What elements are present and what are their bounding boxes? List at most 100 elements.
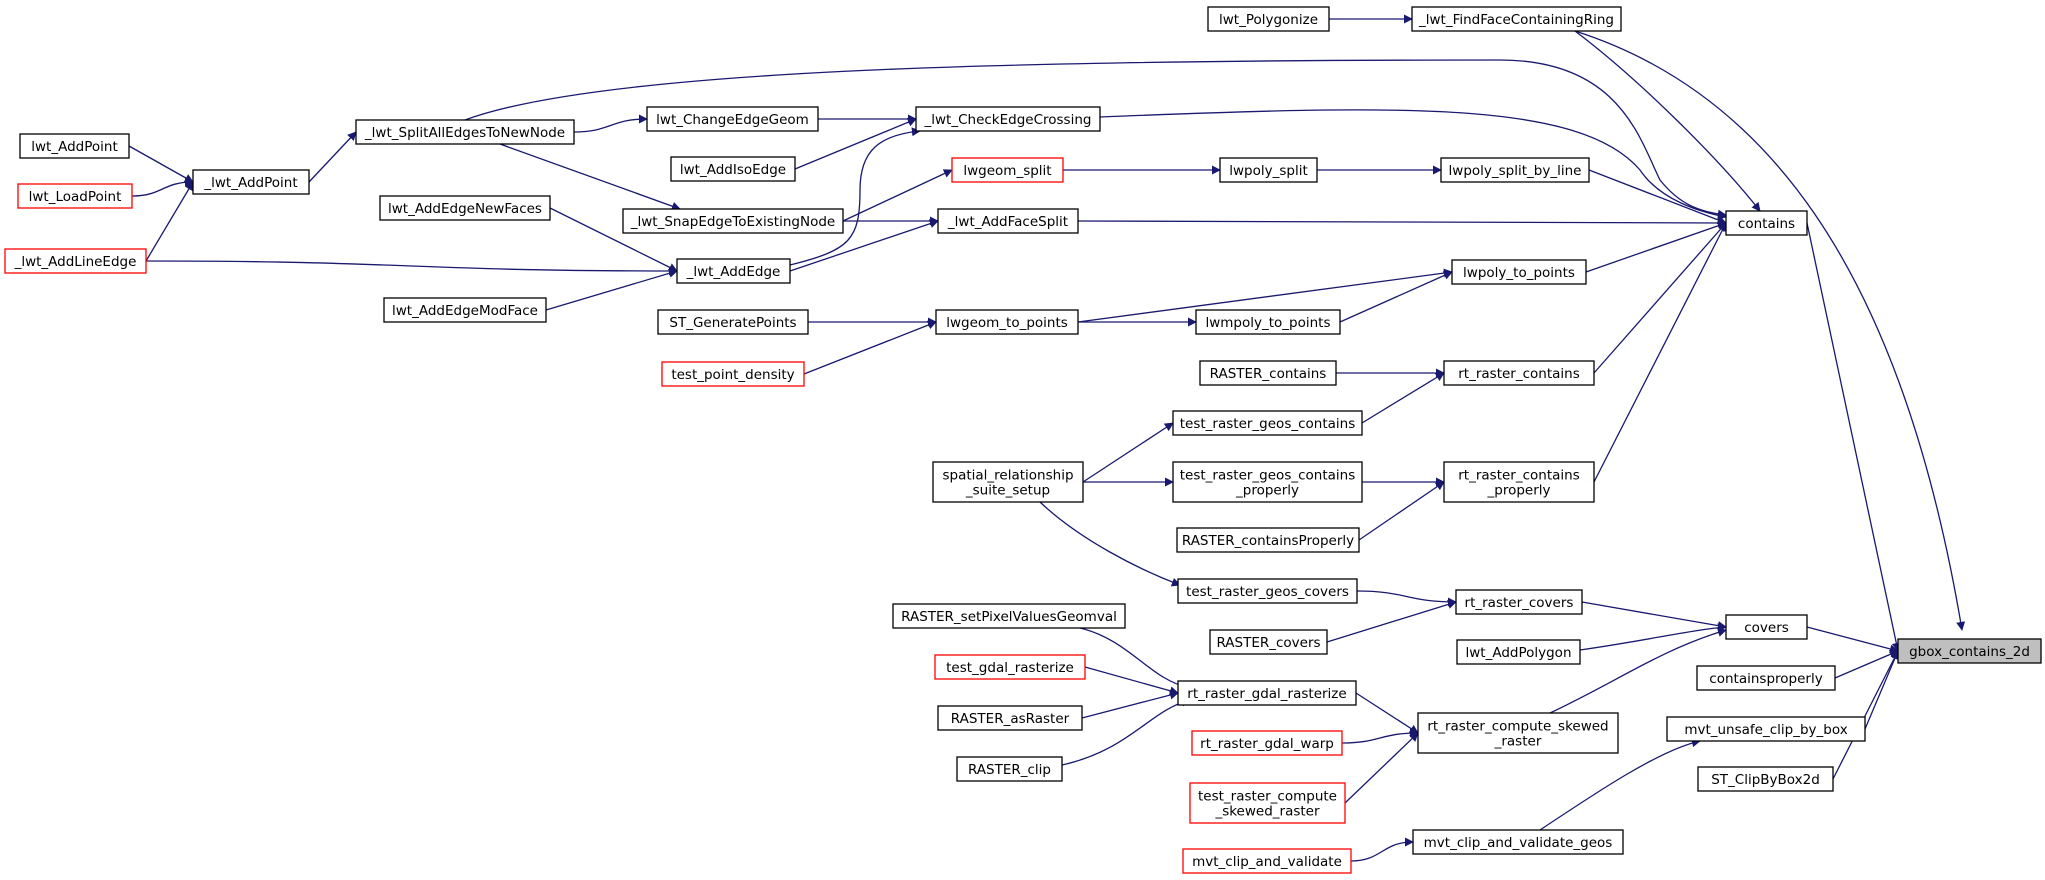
node-test_raster_geos_contains_properly[interactable]: test_raster_geos_contains_properly <box>1172 461 1363 503</box>
node-mvt_clip_and_validate_geos[interactable]: mvt_clip_and_validate_geos <box>1412 829 1624 855</box>
node-test_point_density[interactable]: test_point_density <box>661 361 805 387</box>
node-RASTER_covers[interactable]: RASTER_covers <box>1209 629 1328 655</box>
edge-path <box>1574 30 1761 212</box>
nodes-layer: gbox_contains_2d contains covers containspr… <box>4 6 2042 874</box>
node-RASTER_asRaster[interactable]: RASTER_asRaster <box>937 705 1083 731</box>
node-box <box>1412 829 1624 855</box>
node-label: test_raster_geos_contains <box>1180 468 1356 484</box>
node-RASTER_contains[interactable]: RASTER_contains <box>1199 360 1337 386</box>
edge-path <box>1082 422 1174 483</box>
node-covers[interactable]: covers <box>1725 614 1808 640</box>
node-box <box>383 297 547 323</box>
node-box <box>1697 766 1834 792</box>
node-label: RASTER_asRaster <box>951 711 1070 727</box>
edge-path <box>1039 501 1181 587</box>
node-lwpoly_to_points[interactable]: lwpoly_to_points <box>1451 259 1587 285</box>
node-rt_raster_contains_properly[interactable]: rt_raster_contains_properly <box>1443 461 1595 503</box>
node-lwt_AddEdgeModFace[interactable]: lwt_AddEdgeModFace <box>383 297 547 323</box>
node-_lwt_SnapEdgeToExistingNode[interactable]: _lwt_SnapEdgeToExistingNode <box>622 208 844 234</box>
edge-lwgeom_to_points-to-lwpoly_to_points <box>1077 268 1453 323</box>
node-_lwt_CheckEdgeCrossing[interactable]: _lwt_CheckEdgeCrossing <box>915 106 1101 132</box>
edge-lwt_AddEdgeNewFaces-to-_lwt_AddEdge <box>549 207 678 272</box>
node-RASTER_clip[interactable]: RASTER_clip <box>956 756 1063 782</box>
node-_lwt_AddFaceSplit[interactable]: _lwt_AddFaceSplit <box>937 208 1079 234</box>
node-lwt_AddPoint[interactable]: lwt_AddPoint <box>19 133 130 159</box>
node-lwt_LoadPoint[interactable]: lwt_LoadPoint <box>17 183 133 209</box>
node-label: rt_raster_gdal_warp <box>1200 736 1334 752</box>
edge-containsproperly-to-gbox_contains_2d <box>1834 650 1899 679</box>
node-label: lwt_AddEdgeNewFaces <box>388 201 542 217</box>
node-box <box>937 705 1083 731</box>
node-label: test_raster_compute <box>1198 789 1337 805</box>
node-label: _skewed_raster <box>1214 804 1320 820</box>
node-lwt_Polygonize[interactable]: lwt_Polygonize <box>1207 6 1330 32</box>
node-RASTER_containsProperly[interactable]: RASTER_containsProperly <box>1176 527 1360 553</box>
edge-path <box>549 207 678 272</box>
edge-path <box>1084 666 1179 696</box>
node-ST_ClipByBox2d[interactable]: ST_ClipByBox2d <box>1697 766 1834 792</box>
edge-covers-to-gbox_contains_2d <box>1806 626 1899 654</box>
edge-lwmpoly_to_points-to-lwpoly_to_points <box>1339 271 1453 323</box>
node-_lwt_FindFaceContainingRing[interactable]: _lwt_FindFaceContainingRing <box>1411 6 1622 32</box>
node-rt_raster_covers[interactable]: rt_raster_covers <box>1455 589 1583 615</box>
node-RASTER_setPixelValuesGeomval[interactable]: RASTER_setPixelValuesGeomval <box>892 603 1126 629</box>
node-gbox_contains_2d[interactable]: gbox_contains_2d <box>1897 638 2042 664</box>
node-label: lwgeom_split <box>963 163 1051 179</box>
node-test_raster_geos_covers[interactable]: test_raster_geos_covers <box>1177 578 1358 604</box>
node-lwgeom_split[interactable]: lwgeom_split <box>951 157 1064 183</box>
node-rt_raster_compute_skewed_raster[interactable]: rt_raster_compute_skewed_raster <box>1417 712 1619 754</box>
edge-path <box>464 59 1727 219</box>
node-_lwt_AddPoint[interactable]: _lwt_AddPoint <box>192 169 310 195</box>
node-rt_raster_gdal_rasterize[interactable]: rt_raster_gdal_rasterize <box>1177 680 1357 706</box>
node-mvt_unsafe_clip_by_box[interactable]: mvt_unsafe_clip_by_box <box>1666 716 1866 742</box>
node-box <box>1725 210 1808 236</box>
node-_lwt_AddEdge[interactable]: _lwt_AddEdge <box>676 258 791 284</box>
node-spatial_relationship_suite_setup[interactable]: spatial_relationship_suite_setup <box>932 461 1084 503</box>
node-label: rt_raster_gdal_rasterize <box>1187 686 1346 702</box>
node-test_gdal_rasterize[interactable]: test_gdal_rasterize <box>934 654 1086 680</box>
node-test_raster_compute_skewed_raster[interactable]: test_raster_compute_skewed_raster <box>1189 782 1346 824</box>
node-lwpoly_split[interactable]: lwpoly_split <box>1219 157 1318 183</box>
node-label: lwt_AddEdgeModFace <box>392 303 538 319</box>
node-containsproperly[interactable]: containsproperly <box>1696 665 1836 691</box>
node-box <box>1172 461 1363 503</box>
node-label: _lwt_CheckEdgeCrossing <box>924 112 1092 128</box>
edge-rt_raster_covers-to-covers <box>1581 601 1727 631</box>
node-lwt_ChangeEdgeGeom[interactable]: lwt_ChangeEdgeGeom <box>646 106 819 132</box>
edge-path <box>1355 692 1419 734</box>
node-label: lwt_AddIsoEdge <box>680 162 786 178</box>
node-box <box>1176 527 1360 553</box>
edge-RASTER_containsProperly-to-rt_raster_contains_properly <box>1358 481 1445 541</box>
node-label: lwt_LoadPoint <box>29 189 122 205</box>
node-box <box>1177 578 1358 604</box>
node-contains[interactable]: contains <box>1725 210 1808 236</box>
node-label: contains <box>1738 216 1795 232</box>
node-box <box>1189 782 1346 824</box>
node-label: lwt_AddPolygon <box>1465 645 1571 661</box>
node-lwgeom_to_points[interactable]: lwgeom_to_points <box>935 309 1079 335</box>
node-box <box>1207 6 1330 32</box>
node-lwt_AddEdgeNewFaces[interactable]: lwt_AddEdgeNewFaces <box>379 195 551 221</box>
node-lwt_AddPolygon[interactable]: lwt_AddPolygon <box>1456 639 1581 665</box>
node-_lwt_SplitAllEdgesToNewNode[interactable]: _lwt_SplitAllEdgesToNewNode <box>355 119 575 145</box>
node-mvt_clip_and_validate[interactable]: mvt_clip_and_validate <box>1182 848 1352 874</box>
node-lwpoly_split_by_line[interactable]: lwpoly_split_by_line <box>1440 157 1590 183</box>
node-label: _lwt_FindFaceContainingRing <box>1418 12 1614 28</box>
edge-path <box>1832 650 1899 780</box>
node-_lwt_AddLineEdge[interactable]: _lwt_AddLineEdge <box>4 248 147 274</box>
node-lwt_AddIsoEdge[interactable]: lwt_AddIsoEdge <box>670 156 796 182</box>
node-ST_GeneratePoints[interactable]: ST_GeneratePoints <box>657 309 809 335</box>
node-test_raster_geos_contains[interactable]: test_raster_geos_contains <box>1172 410 1363 436</box>
edge-lwt_LoadPoint-to-_lwt_AddPoint <box>131 177 194 197</box>
edge-path <box>545 268 678 311</box>
edge-path <box>1864 650 1899 730</box>
node-label: _lwt_AddPoint <box>203 175 297 191</box>
node-label: rt_raster_covers <box>1465 595 1574 611</box>
node-rt_raster_contains[interactable]: rt_raster_contains <box>1443 360 1595 386</box>
edge-lwt_AddIsoEdge-to-_lwt_CheckEdgeCrossing <box>794 117 917 170</box>
node-lwmpoly_to_points[interactable]: lwmpoly_to_points <box>1195 309 1341 335</box>
edge-_lwt_AddEdge-to-_lwt_CheckEdgeCrossing <box>789 127 921 266</box>
node-rt_raster_gdal_warp[interactable]: rt_raster_gdal_warp <box>1191 730 1343 756</box>
edge-path <box>789 127 921 266</box>
